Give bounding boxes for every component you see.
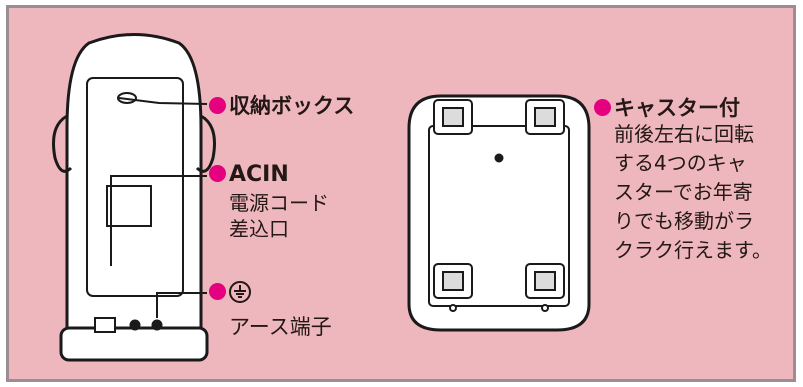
earth-terminal bbox=[151, 319, 163, 331]
acin-label: ACIN bbox=[209, 162, 289, 187]
storage-box-label: 収納ボックス bbox=[209, 90, 354, 120]
base-jack bbox=[129, 319, 141, 331]
device-bottom-view bbox=[407, 94, 591, 332]
leader-lines-left bbox=[110, 97, 208, 318]
acin-inlet bbox=[106, 185, 152, 227]
bottom-screw bbox=[494, 153, 504, 163]
product-feature-panel: 収納ボックス ACIN 電源コード 差込口 アース端子 キャスター付 前後左右に… bbox=[6, 5, 796, 382]
caster-front-left bbox=[433, 99, 473, 135]
bullet-icon bbox=[209, 283, 226, 300]
device-base bbox=[59, 326, 209, 362]
right-handle bbox=[195, 114, 216, 173]
bullet-icon bbox=[209, 165, 226, 182]
bullet-icon bbox=[209, 97, 226, 114]
bottom-plate bbox=[428, 125, 570, 307]
bullet-icon bbox=[594, 99, 611, 116]
ground-symbol-icon bbox=[229, 281, 251, 303]
earth-label bbox=[209, 280, 251, 304]
acin-description: 電源コード 差込口 bbox=[229, 191, 329, 241]
device-back-view bbox=[52, 33, 216, 362]
earth-description: アース端子 bbox=[229, 315, 332, 339]
left-handle bbox=[52, 114, 73, 173]
leader-earth bbox=[156, 292, 207, 318]
leader-acin bbox=[110, 175, 207, 266]
caster-label: キャスター付 bbox=[594, 92, 740, 122]
product-illustrations bbox=[52, 33, 591, 362]
leader-storage-box bbox=[118, 97, 208, 105]
power-switch bbox=[94, 317, 116, 333]
caster-rear-right bbox=[525, 263, 565, 312]
caster-front-right bbox=[525, 99, 565, 135]
caster-rear-left bbox=[433, 263, 473, 312]
caster-description: 前後左右に回転 する4つのキャ スターでお年寄 りでも移動がラ クラク行えます。 bbox=[614, 122, 772, 262]
